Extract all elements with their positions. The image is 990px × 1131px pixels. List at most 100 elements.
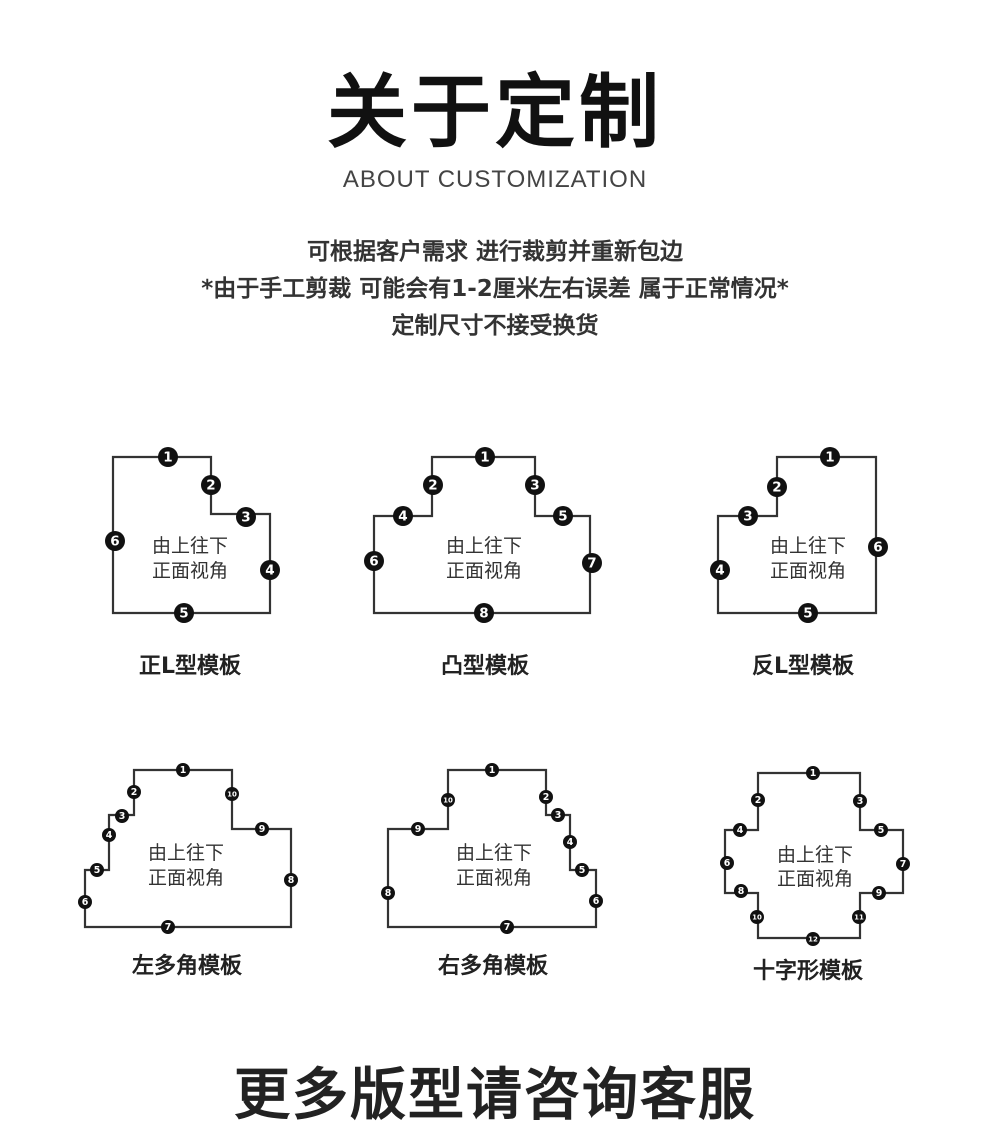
marker-number: 2 <box>755 795 762 806</box>
marker-number: 6 <box>369 554 378 570</box>
marker-number: 3 <box>119 811 126 822</box>
marker-number: 9 <box>415 824 422 835</box>
marker-dot <box>105 531 125 551</box>
marker-number: 3 <box>555 810 562 821</box>
view-label-2: 正面视角 <box>148 867 224 889</box>
marker-number: 5 <box>558 509 567 525</box>
marker-8: 8 <box>284 873 298 887</box>
marker-number: 2 <box>131 787 138 798</box>
marker-dot <box>176 763 190 777</box>
marker-12: 12 <box>806 932 820 946</box>
marker-6: 6 <box>720 856 734 870</box>
marker-3: 3 <box>115 809 129 823</box>
marker-number: 8 <box>288 875 295 886</box>
marker-number: 6 <box>82 897 89 908</box>
marker-6: 6 <box>78 895 92 909</box>
marker-dot <box>393 506 413 526</box>
marker-5: 5 <box>874 823 888 837</box>
marker-6: 6 <box>589 894 603 908</box>
marker-9: 9 <box>411 822 425 836</box>
marker-2: 2 <box>127 785 141 799</box>
marker-number: 3 <box>857 796 864 807</box>
marker-dot <box>767 477 787 497</box>
marker-number: 8 <box>385 888 392 899</box>
diagram-caption: 左多角模板 <box>132 953 243 979</box>
marker-number: 5 <box>94 865 101 876</box>
marker-dot <box>500 920 514 934</box>
marker-7: 7 <box>500 920 514 934</box>
marker-dot <box>411 822 425 836</box>
marker-number: 5 <box>579 865 586 876</box>
marker-dot <box>225 787 239 801</box>
marker-9: 9 <box>255 822 269 836</box>
marker-4: 4 <box>102 828 116 842</box>
note-line-3: 定制尺寸不接受换货 <box>391 313 599 339</box>
marker-number: 6 <box>724 858 731 869</box>
marker-dot <box>127 785 141 799</box>
marker-number: 8 <box>738 886 745 897</box>
marker-dot <box>868 537 888 557</box>
marker-number: 1 <box>489 765 496 776</box>
marker-number: 4 <box>567 837 574 848</box>
marker-5: 5 <box>553 506 573 526</box>
marker-8: 8 <box>734 884 748 898</box>
marker-number: 2 <box>772 480 781 496</box>
marker-8: 8 <box>381 886 395 900</box>
marker-number: 1 <box>163 450 172 466</box>
marker-number: 10 <box>227 791 237 799</box>
marker-10: 10 <box>441 793 455 807</box>
marker-dot <box>874 823 888 837</box>
diagram-caption: 正L型模板 <box>139 654 242 679</box>
marker-number: 4 <box>265 563 274 579</box>
page-title: 关于定制 <box>327 66 663 159</box>
marker-dot <box>174 603 194 623</box>
marker-dot <box>551 808 565 822</box>
marker-9: 9 <box>872 886 886 900</box>
outline <box>372 455 592 615</box>
view-label-2: 正面视角 <box>456 867 532 889</box>
marker-2: 2 <box>539 790 553 804</box>
marker-dot <box>872 886 886 900</box>
marker-6: 6 <box>105 531 125 551</box>
marker-dot <box>750 910 764 924</box>
marker-number: 1 <box>480 450 489 466</box>
marker-number: 12 <box>808 936 818 944</box>
marker-dot <box>575 863 589 877</box>
outline <box>716 455 878 615</box>
marker-2: 2 <box>201 475 221 495</box>
marker-number: 11 <box>854 914 864 922</box>
marker-4: 4 <box>710 560 730 580</box>
marker-2: 2 <box>767 477 787 497</box>
marker-dot <box>102 828 116 842</box>
marker-dot <box>485 763 499 777</box>
marker-number: 5 <box>878 825 885 836</box>
marker-number: 10 <box>443 797 453 805</box>
marker-number: 2 <box>206 478 215 494</box>
marker-dot <box>710 560 730 580</box>
marker-10: 10 <box>225 787 239 801</box>
marker-number: 4 <box>106 830 113 841</box>
view-label-1: 由上往下 <box>446 535 522 557</box>
marker-number: 7 <box>165 922 172 933</box>
page-subtitle: ABOUT CUSTOMIZATION <box>342 166 648 193</box>
marker-number: 4 <box>715 563 724 579</box>
marker-number: 4 <box>398 509 407 525</box>
marker-dot <box>852 910 866 924</box>
marker-6: 6 <box>868 537 888 557</box>
marker-dot <box>236 507 256 527</box>
marker-number: 7 <box>900 859 907 870</box>
marker-dot <box>553 506 573 526</box>
marker-4: 4 <box>260 560 280 580</box>
marker-3: 3 <box>853 794 867 808</box>
outline <box>723 771 905 940</box>
marker-number: 4 <box>737 825 744 836</box>
marker-dot <box>853 794 867 808</box>
marker-dot <box>820 447 840 467</box>
marker-2: 2 <box>423 475 443 495</box>
marker-1: 1 <box>806 766 820 780</box>
view-label-1: 由上往下 <box>770 535 846 557</box>
